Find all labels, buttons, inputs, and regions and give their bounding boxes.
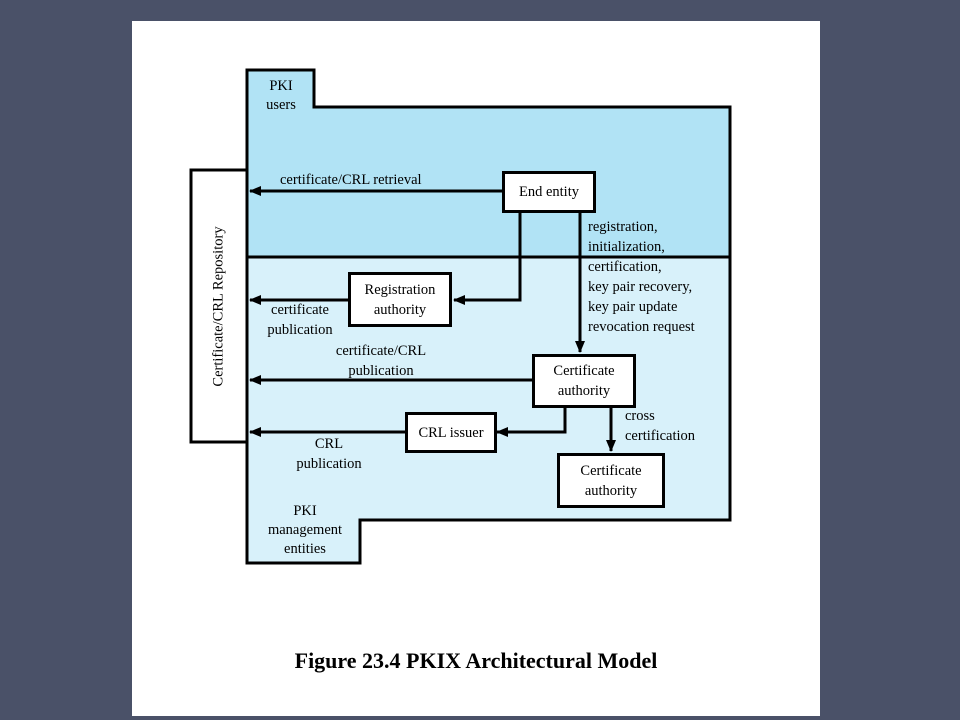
registration-authority-node: Registration authority [348, 272, 452, 327]
certificate-authority-node: Certificate authority [532, 354, 636, 408]
pki-management-label: PKI management entities [256, 502, 354, 559]
certificate-publication-label-line: certificate [271, 302, 329, 318]
crl-issuer-node: CRL issuer [405, 412, 497, 453]
certificate-crl-publication-label-line: publication [348, 363, 414, 379]
certificate-publication-label: certificate publication [256, 300, 344, 340]
cross-certification-label: cross certification [625, 406, 695, 446]
ee-to-ra-arrow [453, 212, 522, 305]
certificate-authority-label-line: authority [557, 383, 611, 399]
cross-certification-label-line: cross [625, 408, 655, 424]
management-operation: registration, [588, 219, 658, 235]
cross-certification-label-line: certification [625, 428, 696, 444]
repository-box [189, 168, 249, 444]
pki-users-label: PKI users [258, 77, 304, 115]
certificate-authority-label-line: Certificate [553, 363, 615, 379]
pki-management-label-line: PKI [293, 503, 317, 519]
cross-certificate-authority-label-line: authority [584, 482, 638, 499]
crl-publication-label-line: publication [296, 456, 362, 472]
pki-management-label-line: management [267, 522, 343, 538]
figure-caption: Figure 23.4 PKIX Architectural Model [294, 648, 658, 673]
certificate-publication-label-line: publication [267, 322, 333, 338]
slide: PKI users PKI management entities Certif… [132, 21, 820, 716]
pki-users-label-line: users [266, 97, 296, 113]
cross-certificate-authority-node: Certificate authority [557, 453, 665, 508]
end-entity-label: End entity [518, 184, 579, 200]
crl-publication-label-line: CRL [314, 436, 344, 452]
repository-label-text: Certificate/CRL Repository [210, 225, 227, 387]
crl-issuer-label: CRL issuer [418, 424, 484, 441]
management-operation: key pair update [588, 299, 678, 315]
crl-publication-label: CRL publication [282, 434, 376, 474]
ca-to-crl-issuer-arrow [496, 407, 567, 437]
management-operation: initialization, [588, 239, 665, 255]
retrieval-label: certificate/CRL retrieval [280, 172, 422, 188]
management-operation: certification, [588, 259, 662, 275]
management-operation: revocation request [588, 319, 695, 335]
cross-certificate-authority-label-line: Certificate [580, 462, 642, 479]
certificate-crl-publication-label-line: certificate/CRL [335, 343, 427, 359]
pki-management-label-line: entities [284, 541, 326, 557]
registration-authority-label-line: Registration [364, 281, 436, 298]
registration-authority-label-line: authority [373, 301, 427, 318]
management-operation: key pair recovery, [588, 279, 693, 295]
end-entity-node: End entity [502, 171, 596, 213]
pki-users-label-line: PKI [269, 78, 293, 94]
management-operations-label: registration, initialization, certificat… [588, 217, 695, 337]
certificate-crl-publication-label: certificate/CRL publication [312, 341, 450, 381]
repository-label: Certificate/CRL Repository [190, 171, 248, 441]
